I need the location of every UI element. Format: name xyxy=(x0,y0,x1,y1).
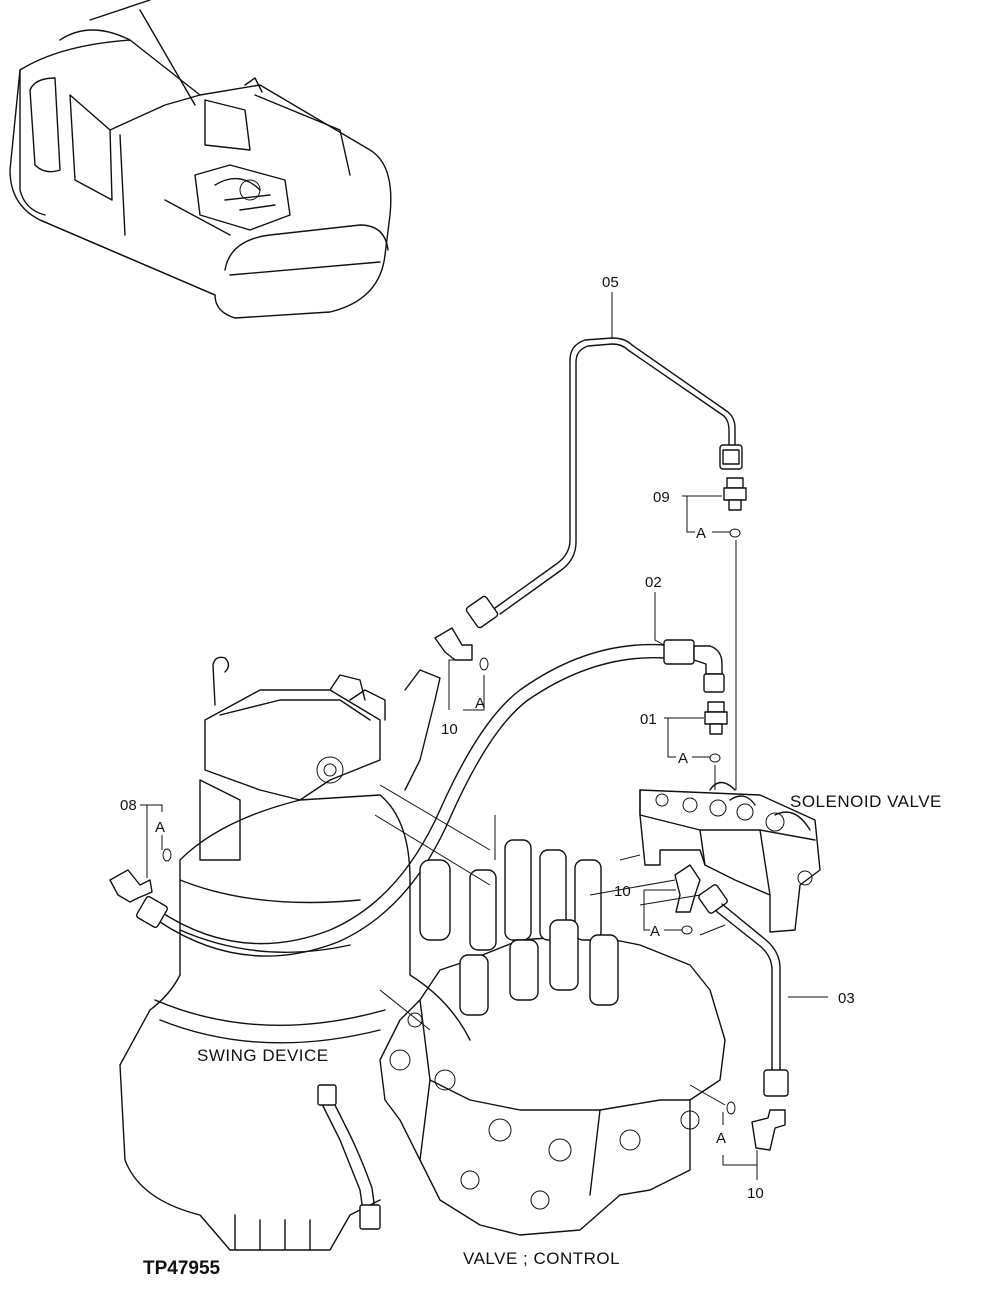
callout-03: 03 xyxy=(838,990,855,1007)
hose-02 xyxy=(136,639,725,957)
pipe-03 xyxy=(698,884,789,1097)
pipe-05 xyxy=(465,337,743,629)
ring-marker-a-10-upper: A xyxy=(475,695,485,712)
solenoid-valve-label: SOLENOID VALVE xyxy=(790,792,942,811)
callout-10-upper: 10 xyxy=(441,721,458,738)
callout-leaders xyxy=(140,292,828,1180)
swing-device-label: SWING DEVICE xyxy=(197,1046,329,1065)
callout-02: 02 xyxy=(645,574,662,591)
callout-01: 01 xyxy=(640,711,657,728)
drawing-code: TP47955 xyxy=(143,1258,221,1279)
elbow-10-middle xyxy=(674,864,701,935)
elbow-10-lower xyxy=(726,1101,786,1151)
callout-10-lower: 10 xyxy=(747,1185,764,1202)
adapter-09 xyxy=(723,477,747,790)
ring-marker-a-09: A xyxy=(696,525,706,542)
control-valve-assembly xyxy=(379,839,726,1236)
control-valve-label: VALVE ; CONTROL xyxy=(463,1249,620,1268)
ring-marker-a-10-middle: A xyxy=(650,923,660,940)
ring-marker-a-10-lower: A xyxy=(716,1130,726,1147)
ring-marker-a-01: A xyxy=(678,750,688,767)
solenoid-valve-assembly xyxy=(639,781,821,933)
excavator-overview-illustration xyxy=(9,0,392,319)
ring-marker-a-08: A xyxy=(155,819,165,836)
adapter-01 xyxy=(704,701,728,790)
callout-09: 09 xyxy=(653,489,670,506)
callout-08: 08 xyxy=(120,797,137,814)
elbow-10-upper xyxy=(434,627,489,671)
callout-05: 05 xyxy=(602,274,619,291)
connection-leader-lines xyxy=(374,784,726,1106)
callout-10-middle: 10 xyxy=(614,883,631,900)
elbow-08 xyxy=(109,848,172,903)
